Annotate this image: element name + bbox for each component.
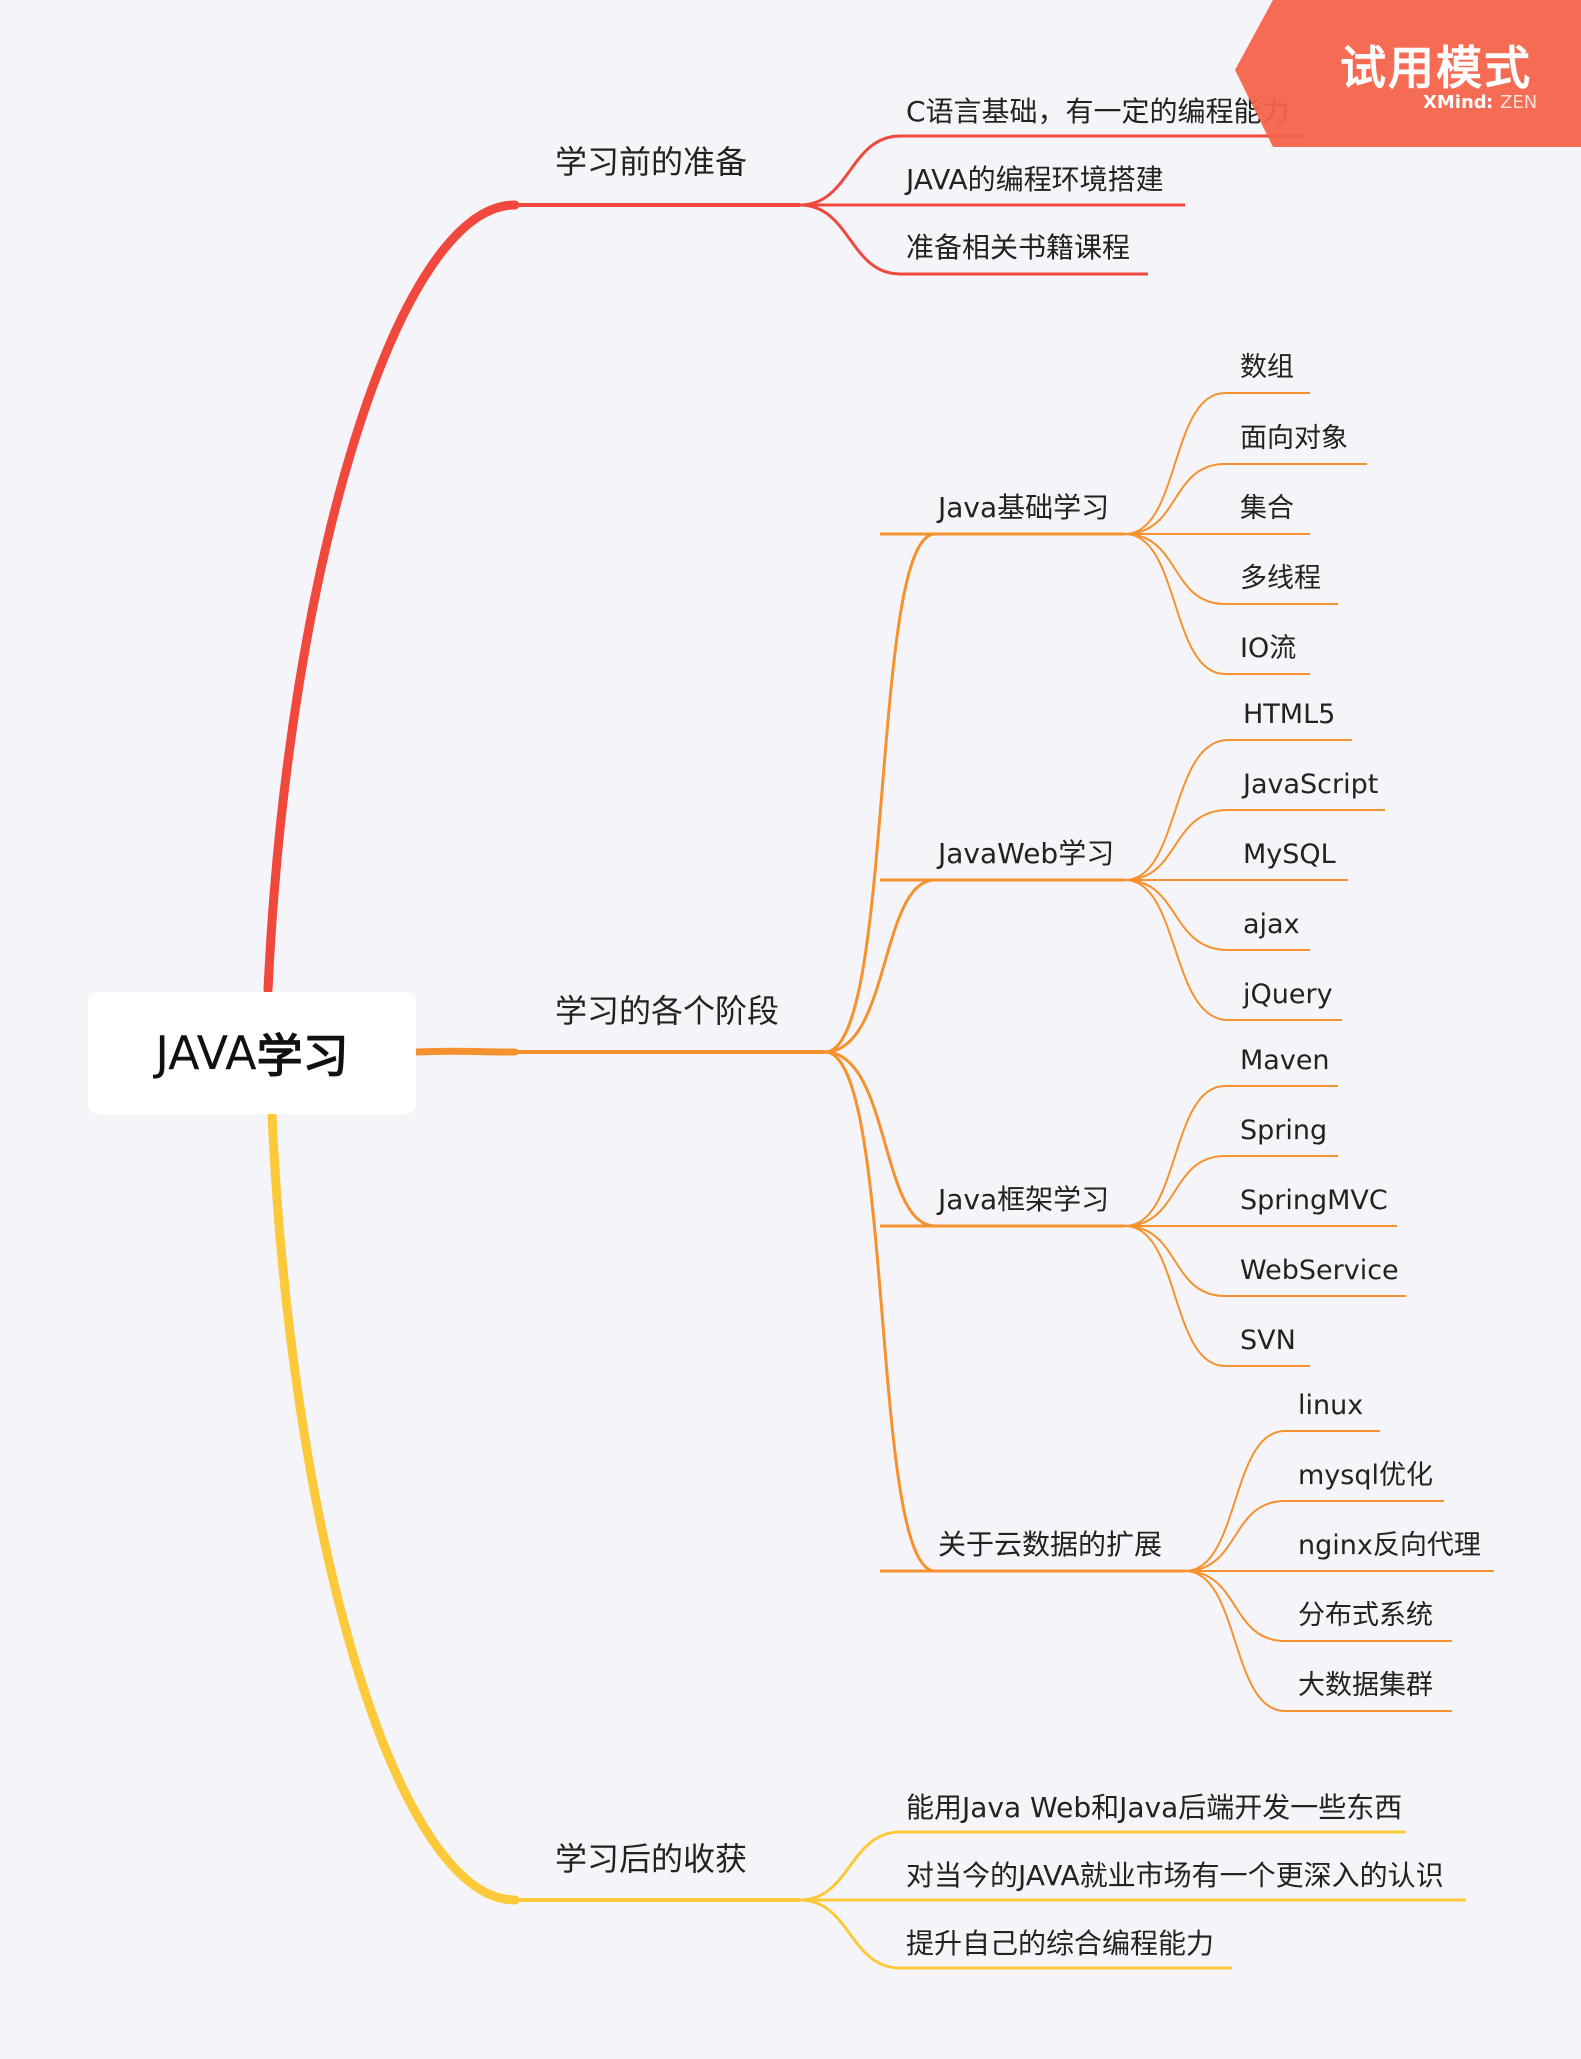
xmind-edition: ZEN (1500, 92, 1538, 113)
connectors-leaves-frameworks (1124, 1085, 1406, 1367)
leaf-javaweb-1[interactable]: HTML5 (1243, 699, 1336, 730)
connectors-leaves-cloud (1184, 1430, 1494, 1712)
leaf-frameworks-5[interactable]: SVN (1240, 1325, 1296, 1356)
subtopic-2-3[interactable]: Java框架学习 (938, 1183, 1110, 1216)
xmind-separator: : (1486, 92, 1494, 113)
leaf-java-basics-5[interactable]: IO流 (1240, 633, 1297, 664)
subtopic-1-1[interactable]: C语言基础，有一定的编程能力 (906, 95, 1290, 128)
leaf-frameworks-1[interactable]: Maven (1240, 1045, 1330, 1076)
subtopic-2-2[interactable]: JavaWeb学习 (938, 837, 1115, 870)
branch-topic-3[interactable]: 学习后的收获 (555, 1840, 748, 1878)
branch-topic-2[interactable]: 学习的各个阶段 (555, 992, 780, 1030)
leaf-java-basics-1[interactable]: 数组 (1240, 352, 1294, 383)
subtopic-2-1[interactable]: Java基础学习 (938, 491, 1110, 524)
trial-mode-watermark: 试用模式 XMind : ZEN (1235, 0, 1581, 147)
leaf-cloud-5[interactable]: 大数据集群 (1298, 1670, 1433, 1701)
connectors-branch1-children (799, 134, 1306, 276)
subtopic-3-3[interactable]: 提升自己的综合编程能力 (906, 1927, 1215, 1960)
leaf-frameworks-4[interactable]: WebService (1240, 1255, 1399, 1286)
leaf-javaweb-4[interactable]: ajax (1243, 909, 1300, 940)
leaf-cloud-3[interactable]: nginx反向代理 (1298, 1530, 1481, 1561)
leaf-cloud-4[interactable]: 分布式系统 (1298, 1600, 1433, 1631)
root-title-latin: JAVA (155, 1026, 257, 1080)
xmind-brand: XMind (1423, 92, 1487, 113)
connector-root-branch2 (412, 1047, 519, 1056)
branch-topic-1[interactable]: 学习前的准备 (555, 143, 748, 181)
subtopic-3-2[interactable]: 对当今的JAVA就业市场有一个更深入的认识 (906, 1859, 1444, 1892)
subtopic-3-1[interactable]: 能用Java Web和Java后端开发一些东西 (906, 1791, 1403, 1824)
leaf-javaweb-2[interactable]: JavaScript (1243, 769, 1379, 800)
subtopic-1-3[interactable]: 准备相关书籍课程 (906, 231, 1131, 264)
leaf-java-basics-3[interactable]: 集合 (1240, 493, 1294, 524)
leaf-javaweb-3[interactable]: MySQL (1243, 839, 1336, 870)
connectors-leaves-javaweb (1124, 739, 1385, 1021)
subtopic-2-4[interactable]: 关于云数据的扩展 (938, 1528, 1163, 1561)
leaf-java-basics-4[interactable]: 多线程 (1240, 563, 1321, 594)
leaf-java-basics-2[interactable]: 面向对象 (1240, 423, 1348, 454)
connectors-branch2-subtopics (824, 532, 1185, 1573)
trial-mode-title: 试用模式 (1340, 41, 1532, 95)
connectors-branch3-children (799, 1830, 1466, 1970)
leaf-frameworks-2[interactable]: Spring (1240, 1115, 1328, 1146)
subtopic-1-2[interactable]: JAVA的编程环境搭建 (906, 163, 1164, 196)
leaf-frameworks-3[interactable]: SpringMVC (1240, 1185, 1388, 1216)
leaf-cloud-1[interactable]: linux (1298, 1390, 1364, 1421)
connector-root-branch3 (267, 1110, 520, 1905)
root-title-cjk: 学习 (256, 1029, 349, 1083)
connectors-leaves-java-basics (1124, 392, 1367, 675)
leaf-cloud-2[interactable]: mysql优化 (1298, 1460, 1433, 1491)
leaf-javaweb-5[interactable]: jQuery (1243, 979, 1333, 1010)
connector-root-branch1 (263, 200, 520, 995)
